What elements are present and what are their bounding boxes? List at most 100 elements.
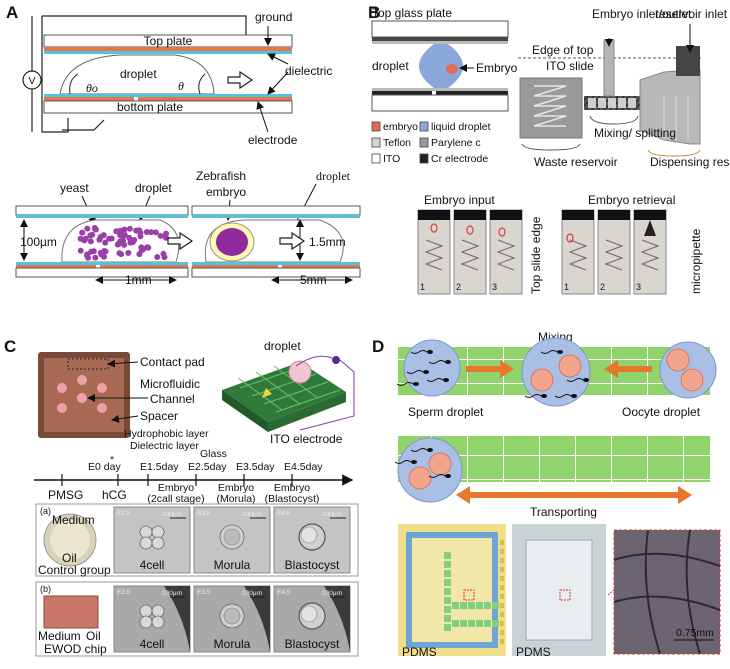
row-a-label: (a) — [40, 506, 51, 516]
sperm-cell — [426, 378, 444, 382]
zoom-scale-label: 0.75mm — [676, 627, 714, 639]
edge-of-top-label: Edge of top — [532, 43, 594, 57]
sperm-cell — [406, 370, 424, 374]
top-electrode — [44, 47, 292, 51]
yeast-cell — [148, 229, 155, 236]
embryo-marker — [498, 227, 506, 237]
dim-5mm-label: 5mm — [300, 273, 327, 287]
stage-code: E3.5 — [197, 589, 211, 596]
microscopy-frame — [561, 209, 595, 295]
mixing-splitting-label: Mixing/ splitting — [594, 126, 676, 140]
dielectric-label: dielectric — [285, 64, 332, 78]
timeline-day-label: E3.5day — [236, 461, 275, 473]
pdms2-label: PDMS — [516, 645, 551, 659]
ewod-oil-label: Oil — [86, 629, 101, 643]
timeline-hcg-label: hCG — [102, 488, 127, 502]
liquid-droplet — [434, 44, 448, 88]
frame-number: 2 — [600, 282, 605, 292]
zebrafish-label: Zebrafish — [196, 169, 246, 183]
theta-label: θ — [178, 79, 184, 93]
bottom-electrode-right — [138, 97, 292, 101]
yeast-cell — [84, 225, 91, 232]
embryo-label: embryo — [206, 185, 246, 199]
zebrafish-diagram: Zebrafish embryo droplet 1.5mm 5mm — [191, 169, 361, 287]
yeast-cell — [82, 235, 89, 242]
yeast-cell — [133, 227, 140, 234]
embryo-stage-label: Embryo — [218, 482, 254, 494]
sperm-cell — [566, 378, 584, 382]
timeline-day-label: E2.5day — [188, 461, 227, 473]
electrode-label: electrode — [248, 133, 298, 147]
ewod-medium-label: Medium — [38, 629, 81, 643]
voltage-label: V — [28, 75, 35, 87]
pdms-pad — [444, 588, 451, 595]
transition-arrow-2-icon — [279, 231, 306, 251]
circuit-wire — [41, 16, 69, 133]
frame-number: 3 — [492, 282, 497, 292]
legend-swatch — [419, 121, 429, 132]
legend-swatch — [419, 153, 429, 164]
motion-arrow-icon — [227, 70, 254, 90]
pdms-pad — [444, 597, 451, 604]
transition-arrow-icon — [167, 231, 194, 251]
legend-item-label: Cr electrode — [431, 153, 488, 165]
yeast-cell — [121, 226, 128, 233]
control-group-label: Control group — [38, 563, 111, 577]
frame-number: 3 — [636, 282, 641, 292]
microscopy-frame — [453, 209, 487, 295]
frame-number: 1 — [564, 282, 569, 292]
embryo-marker — [466, 225, 474, 235]
sperm-cell — [540, 350, 558, 354]
droplet-shape — [59, 54, 215, 95]
panel-a-letter: A — [6, 3, 18, 22]
sperm-cell — [428, 474, 446, 478]
oocyte-droplet-label: Oocyte droplet — [622, 405, 701, 419]
yeast-cell — [154, 254, 161, 261]
mixing-pad — [618, 98, 626, 108]
yeast-cell — [106, 235, 113, 242]
embryo-stage-detail: (2call stage) — [147, 493, 204, 505]
ewod-chip-photo — [43, 595, 99, 629]
yeast-cell — [102, 239, 109, 246]
embryo-marker — [430, 223, 438, 233]
timeline-day-label: E1.5day — [140, 461, 179, 473]
droplet-b-label: droplet — [372, 59, 409, 73]
yeast-cell — [157, 232, 164, 239]
timeline-day-label: E0 day — [88, 461, 121, 473]
pdms-pad — [444, 624, 451, 631]
legend-item-label: ITO — [383, 153, 400, 165]
transport-arrow-icon — [456, 486, 692, 504]
yeast-cell — [136, 251, 143, 258]
cell-stage-label: Morula — [214, 637, 251, 651]
yeast-cell — [140, 245, 147, 252]
yeast-cell — [85, 254, 92, 261]
pdms-pad — [444, 579, 451, 586]
dispensing-reservoir-label: Dispensing reservoir — [650, 155, 730, 169]
spacer-label: Spacer — [140, 409, 178, 423]
timeline-asterisk: * — [110, 454, 114, 466]
mixing-pad — [608, 98, 616, 108]
pdms-pad — [444, 561, 451, 568]
panel-d-letter: D — [372, 337, 384, 356]
panel-b: B Top glass plate droplet Embryo Edge of… — [368, 3, 730, 295]
micropipette-tip — [644, 220, 656, 236]
reservoir-inlet — [676, 46, 700, 76]
microscopy-frame — [597, 209, 631, 295]
pdms-electrode-pads — [444, 540, 504, 644]
panel-c-letter: C — [4, 337, 16, 356]
yeast-cell — [91, 225, 98, 232]
yeast-diagram: yeast droplet 100µm 1mm — [15, 181, 189, 287]
stage-code: E2.5 — [117, 510, 131, 517]
yeast-cell — [97, 233, 104, 240]
transport-droplet — [397, 437, 463, 503]
timeline-pmsg-label: PMSG — [48, 488, 83, 502]
stage-code: E4.5 — [277, 510, 291, 517]
legend-swatch — [371, 121, 381, 132]
embryo-dot — [446, 64, 458, 74]
micrograph-scale: 100µm — [322, 511, 342, 518]
micrograph-scale: 100µm — [242, 590, 262, 597]
bottom-plate-label: bottom plate — [117, 100, 183, 114]
